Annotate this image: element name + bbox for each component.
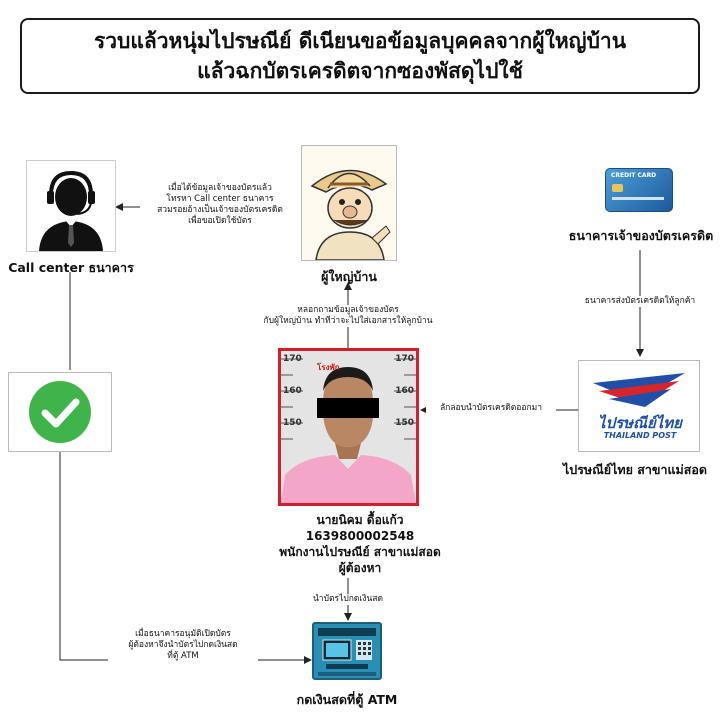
call-center-icon-box <box>26 160 116 252</box>
mugshot-ruler-mark-2: 160 <box>283 386 302 396</box>
credit-card-number-strip <box>612 197 664 200</box>
suspect-mugshot: 170 160 150 170 160 150 โรงพัก <box>278 348 419 506</box>
atm-machine-icon-box <box>312 622 382 680</box>
thailand-post-logo-box: ไปรษณีย์ไทย THAILAND POST <box>578 360 700 452</box>
note-approval-to-atm-line-1: เมื่อธนาคารอนุมัติเปิดบัตร <box>135 629 231 639</box>
note-approval-to-atm-line-3: ที่ตู้ ATM <box>167 651 199 661</box>
title-line-2: แล้วฉกบัตรเครดิตจากซองพัสดุไปใช้ <box>197 59 523 83</box>
village-head-cartoon-box <box>301 145 397 261</box>
note-to-call-center-line-2: โทรหา Call center ธนาคาร <box>166 194 274 204</box>
village-head-cartoon-icon <box>310 169 391 261</box>
mugshot-ruler-mark-3: 150 <box>283 418 302 428</box>
approval-check-box <box>8 372 112 452</box>
call-center-label: Call center ธนาคาร <box>8 260 134 275</box>
note-to-village-head-line-1: หลอกถามข้อมูลเจ้าของบัตร <box>297 305 399 315</box>
suspect-photo <box>281 351 416 503</box>
note-approval-to-atm-line-2: ผู้ต้องหาจึงนำบัตรไปกดเงินสด <box>128 640 238 650</box>
title-line-1: รวบแล้วหนุ่มไปรษณีย์ ดีเนียนขอข้อมูลบุคค… <box>93 29 627 53</box>
note-post-to-suspect: ลักลอบนำบัตรเครดิตออกมา <box>426 403 556 414</box>
note-suspect-to-atm: นำบัตรไปกดเงินสด <box>294 594 402 605</box>
suspect-details: นายนิคม ดื้อแก้ว 1639800002548 พนักงานไป… <box>240 512 480 576</box>
thailand-post-logo-icon <box>593 373 685 407</box>
atm-machine-icon <box>318 628 376 676</box>
suspect-name: นายนิคม ดื้อแก้ว <box>316 513 404 527</box>
mugshot-ruler-mark-1: 170 <box>283 354 302 364</box>
note-to-call-center: เมื่อได้ข้อมูลเจ้าของบัตรแล้ว โทรหา Call… <box>140 183 300 227</box>
mugshot-ruler-mark-6: 150 <box>395 418 414 428</box>
note-to-village-head: หลอกถามข้อมูลเจ้าของบัตร กับผู้ใหญ่บ้าน … <box>238 305 458 327</box>
post-office-label: ไปรษณีย์ไทย สาขาแม่สอด <box>562 462 708 477</box>
atm-label: กดเงินสดที่ตู้ ATM <box>296 692 398 707</box>
note-to-call-center-line-3: สวมรอยอ้างเป็นเจ้าของบัตรเครดิต <box>157 205 283 215</box>
credit-card-text: CREDIT CARD <box>611 172 657 179</box>
note-approval-to-atm: เมื่อธนาคารอนุมัติเปิดบัตร ผู้ต้องหาจึงน… <box>108 629 258 662</box>
credit-card-icon: CREDIT CARD <box>605 168 673 212</box>
title-box: รวบแล้วหนุ่มไปรษณีย์ ดีเนียนขอข้อมูลบุคค… <box>20 18 700 94</box>
thailand-post-logo-thai: ไปรษณีย์ไทย <box>598 414 682 432</box>
village-head-label: ผู้ใหญ่บ้าน <box>321 269 377 284</box>
suspect-status: ผู้ต้องหา <box>338 561 382 575</box>
mugshot-ruler-mark-5: 160 <box>395 386 414 396</box>
suspect-id-number: 1639800002548 <box>305 529 415 543</box>
call-center-agent-icon <box>39 170 103 251</box>
note-to-village-head-line-2: กับผู้ใหญ่บ้าน ทำทีว่าจะไปใส่เอกสารให้ลู… <box>263 316 433 326</box>
note-to-call-center-line-4: เพื่อขอเปิดใช้บัตร <box>188 216 252 226</box>
note-bank-to-post: ธนาคารส่งบัตรเครดิตให้ลูกค้า <box>572 296 708 307</box>
check-mark-icon <box>29 381 91 443</box>
note-to-call-center-line-1: เมื่อได้ข้อมูลเจ้าของบัตรแล้ว <box>168 183 272 193</box>
suspect-eye-censor-bar <box>317 398 379 418</box>
mugshot-board-text: โรงพัก <box>317 363 340 372</box>
bank-owner-label: ธนาคารเจ้าของบัตรเครดิต <box>568 228 714 243</box>
thailand-post-logo-english: THAILAND POST <box>603 431 677 440</box>
credit-card-chip <box>612 184 623 192</box>
mugshot-ruler-mark-4: 170 <box>395 354 414 364</box>
suspect-position: พนักงานไปรษณีย์ สาขาแม่สอด <box>279 545 441 559</box>
